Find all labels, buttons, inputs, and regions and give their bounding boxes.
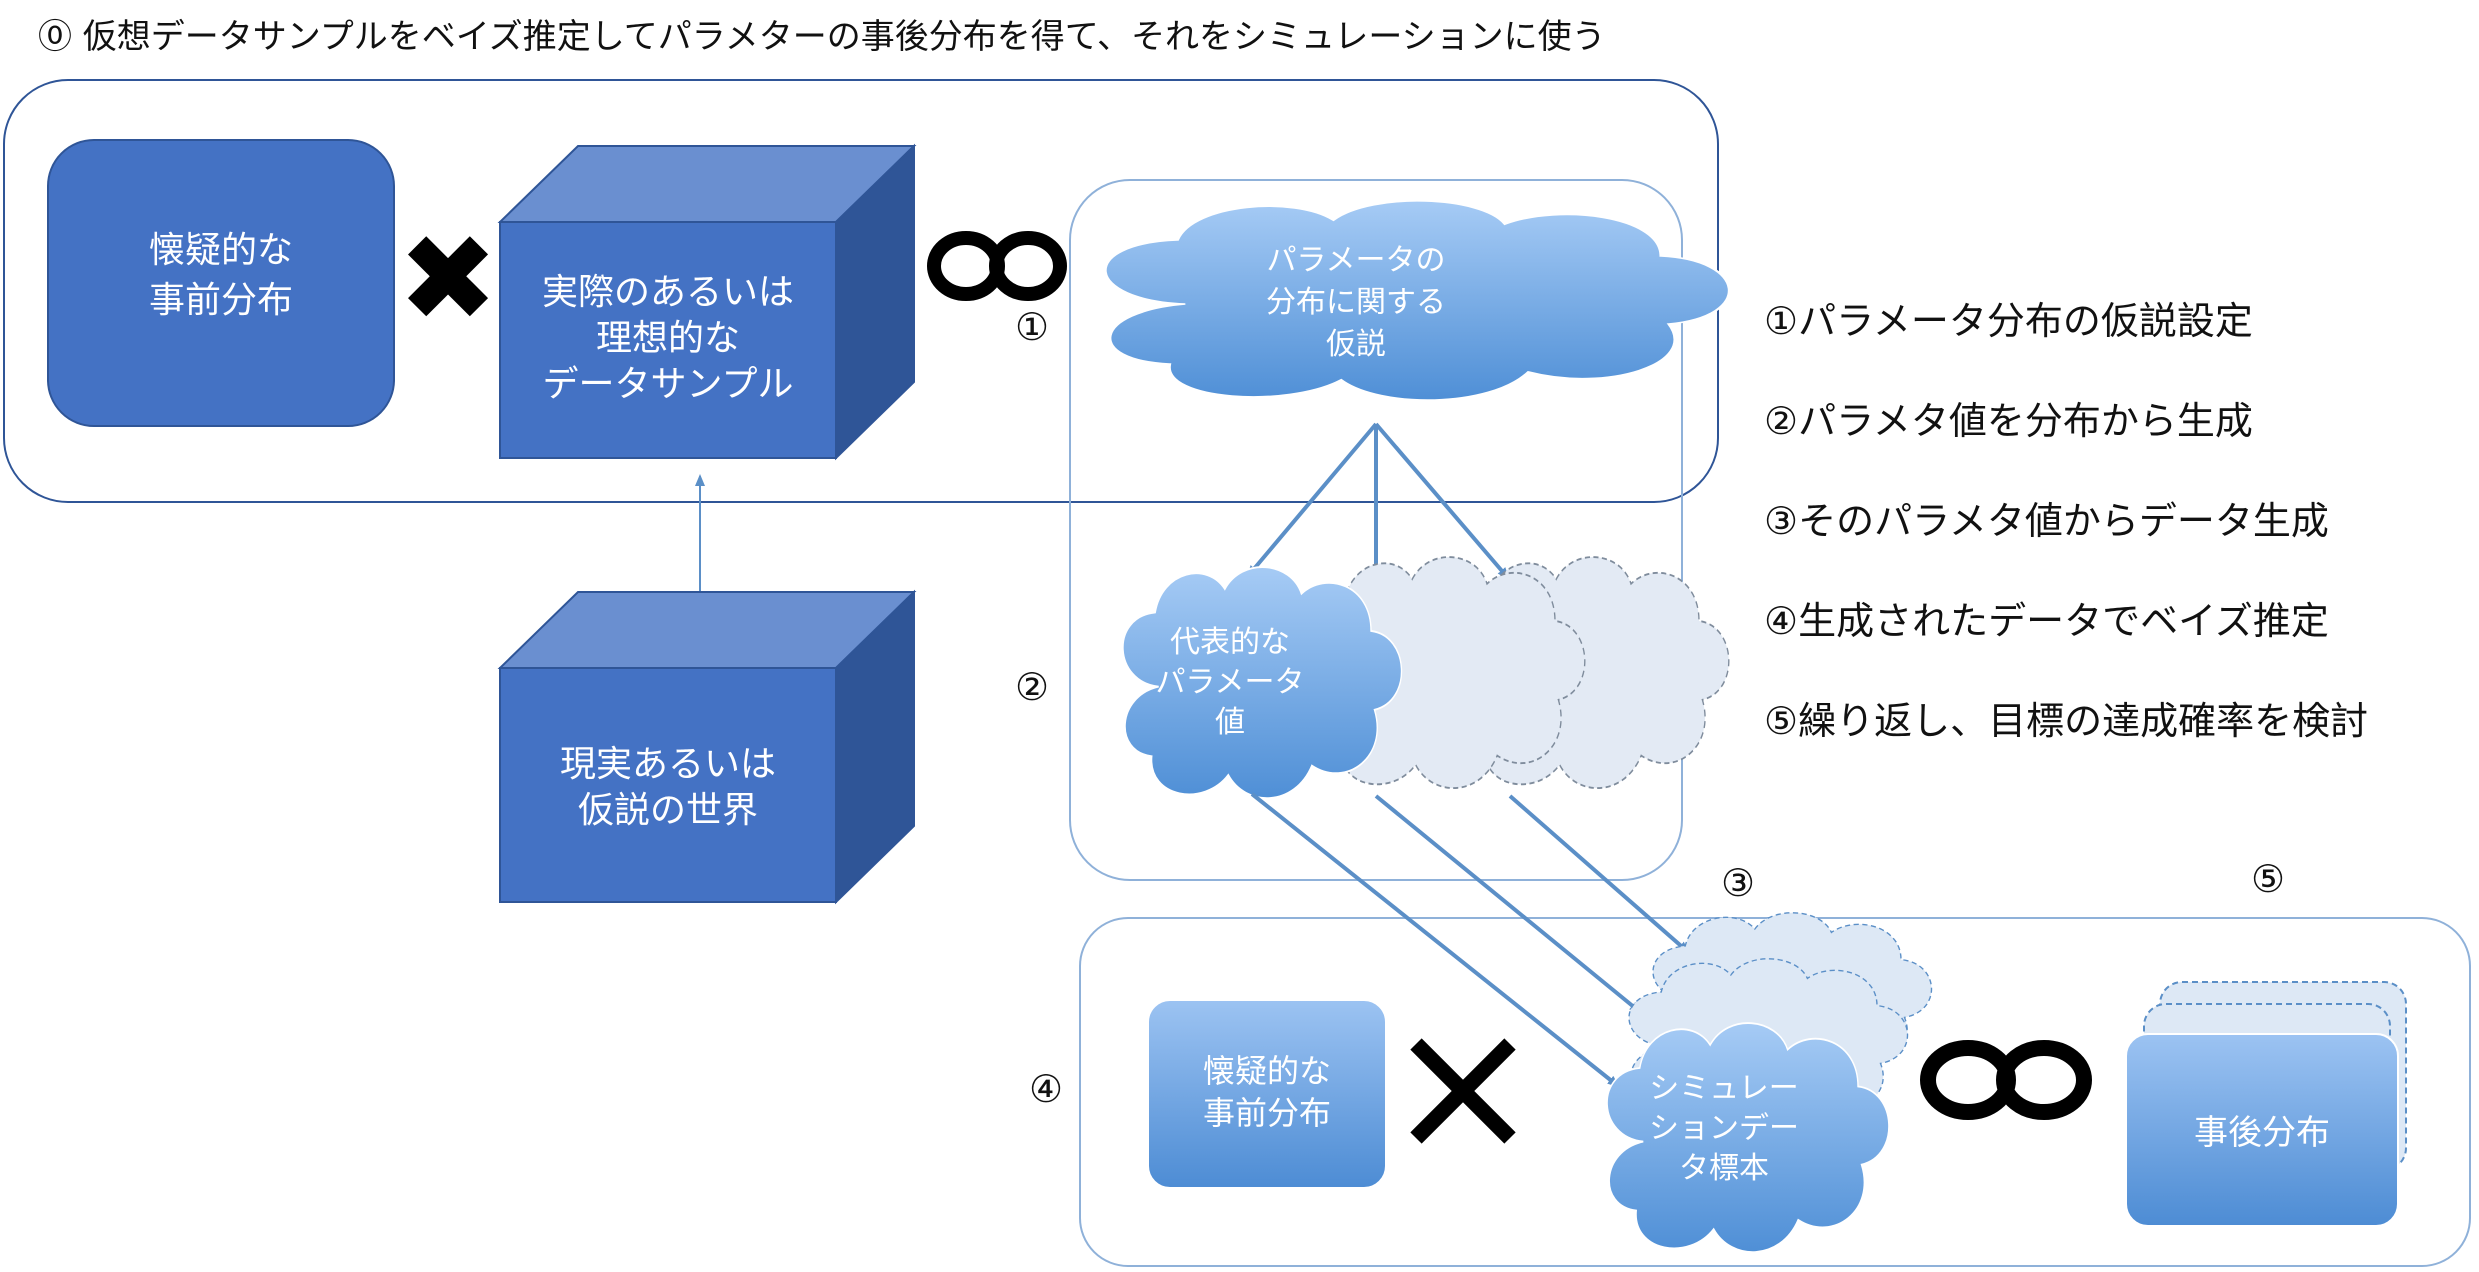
posterior-label: 事後分布 — [2194, 1113, 2330, 1153]
hypothesis-frame — [1069, 179, 1683, 881]
legend-item-4: ④生成されたデータでベイズ推定 — [1764, 599, 2329, 643]
legend-item-5: ⑤繰り返し、目標の達成確率を検討 — [1764, 699, 2368, 743]
world-line2: 仮説の世界 — [578, 790, 758, 831]
diagram-title: ⓪ 仮想データサンプルをベイズ推定してパラメターの事後分布を得て、それをシミュレ… — [38, 17, 1606, 57]
arrow-hyp-to-ghost2 — [1374, 422, 1510, 580]
posterior-box — [2125, 1033, 2399, 1227]
param-line3: 値 — [1215, 705, 1245, 740]
prior-top-line2: 事前分布 — [149, 280, 293, 321]
prior-top-line1: 懐疑的な — [149, 230, 293, 271]
sample-line2: 理想的な — [596, 318, 740, 359]
hypothesis-line1: パラメータの — [1266, 243, 1445, 278]
step-marker-5: ⑤ — [2251, 857, 2285, 901]
arrow-hyp-to-param — [1246, 422, 1378, 578]
hypothesis-line2: 分布に関する — [1266, 285, 1446, 320]
arrow-ghost1-to-sim — [1374, 794, 1642, 1014]
step-marker-3: ③ — [1721, 861, 1755, 905]
sample-cube — [497, 143, 917, 461]
legend-item-3: ③そのパラメタ値からデータ生成 — [1764, 499, 2329, 543]
step-legend: ①パラメータ分布の仮説設定 ②パラメタ値を分布から生成 ③そのパラメタ値からデー… — [1764, 299, 2368, 743]
sim-line3: タ標本 — [1679, 1151, 1769, 1186]
step-marker-4: ④ — [1029, 1067, 1063, 1111]
step-marker-1: ① — [1015, 305, 1049, 349]
world-line1: 現実あるいは — [560, 744, 776, 785]
prior-box-top — [47, 139, 395, 427]
legend-item-2: ②パラメタ値を分布から生成 — [1764, 399, 2253, 443]
prior-bottom-line2: 事前分布 — [1203, 1094, 1331, 1132]
legend-item-1: ①パラメータ分布の仮説設定 — [1764, 299, 2253, 343]
prior-box-bottom — [1147, 999, 1387, 1189]
world-cube — [497, 589, 917, 905]
times-symbol-top: ✖ — [398, 210, 499, 349]
step-marker-2: ② — [1015, 665, 1049, 709]
param-line1: 代表的な — [1170, 625, 1290, 660]
hypothesis-line3: 仮説 — [1326, 327, 1386, 362]
infinity-symbol-top — [927, 231, 1067, 301]
times-symbol-bottom — [1410, 1038, 1516, 1144]
sample-line1: 実際のあるいは — [542, 272, 794, 313]
arrow-param-to-sim — [1250, 792, 1620, 1088]
sim-line1: シミュレー — [1649, 1071, 1798, 1106]
arrow-ghost2-to-sim — [1508, 794, 1690, 954]
prior-bottom-line1: 懐疑的な — [1203, 1052, 1331, 1090]
sim-line2: ションデー — [1649, 1111, 1799, 1146]
infinity-symbol-bottom — [1920, 1040, 2092, 1120]
sample-line3: データサンプル — [543, 364, 794, 405]
param-line2: パラメータ — [1155, 665, 1304, 700]
